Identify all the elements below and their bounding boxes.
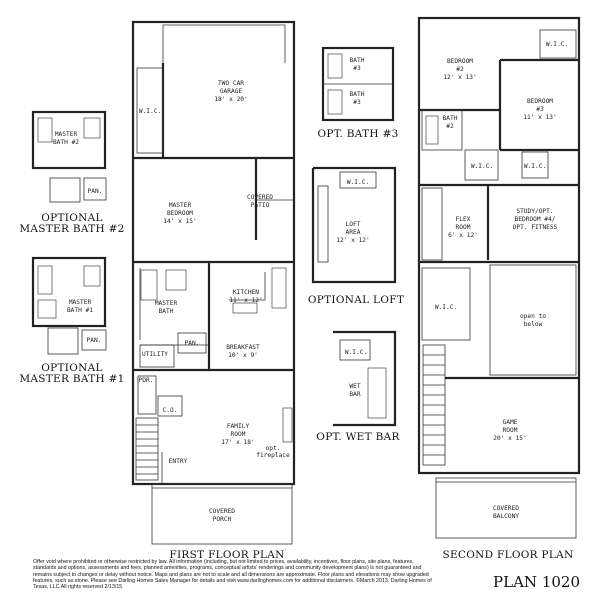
label-bedroom2: BEDROOM [447, 58, 473, 65]
label-loft-area-2: AREA [346, 229, 361, 236]
label-breakfast-dim: 10' x 9' [228, 352, 258, 359]
label-bedroom2-dim: 12' x 13' [443, 74, 477, 81]
label-flex-room-2: ROOM [456, 224, 471, 231]
label-kitchen-dim: 11' x 12' [229, 297, 263, 304]
label-opt-fireplace-2: fireplace [256, 452, 290, 459]
label-family-room-2: ROOM [231, 431, 246, 438]
second-floor-stairs [422, 344, 446, 466]
label-study: STUDY/OPT. [516, 208, 553, 215]
label-study-3: OPT. FITNESS [513, 224, 558, 231]
first-floor-plan: TWO CAR GARAGE 18' x 20' W.I.C. MASTER B… [131, 20, 296, 561]
label-master-bath-2: BATH [159, 308, 174, 315]
label-bedroom3-num: #3 [536, 106, 544, 113]
label-covered-balcony: COVERED [493, 505, 519, 512]
label-garage-dim: 18' x 20' [214, 96, 248, 103]
label-breakfast: BREAKFAST [226, 344, 260, 351]
label-family-room: FAMILY [227, 423, 250, 430]
label-bedroom3: BEDROOM [527, 98, 553, 105]
caption-opt-bath-3: OPT. BATH #3 [317, 128, 398, 140]
label-garage-2: GARAGE [220, 88, 243, 95]
caption-opt-loft: OPTIONAL LOFT [308, 294, 404, 306]
label-pan: PAN. [185, 340, 200, 347]
label-study-2: BEDROOM #4/ [515, 216, 556, 223]
plan-number: PLAN 1020 [493, 573, 580, 591]
label-wetbar-wic: W.I.C. [345, 349, 367, 356]
label-pan-opt2: PAN. [88, 188, 103, 195]
label-master-bath-opt2-2: BATH #2 [53, 139, 79, 146]
label-game-room-2: ROOM [503, 427, 518, 434]
label-utility: UTILITY [142, 351, 168, 358]
label-bath2-num: #2 [446, 123, 454, 130]
caption-opt-master-bath-2-line1: OPTIONAL [41, 212, 103, 224]
label-covered-patio: COVERED [247, 194, 273, 201]
label-master-bath-opt1: MASTER [69, 299, 92, 306]
label-kitchen: KITCHEN [233, 289, 259, 296]
label-loft-area: LOFT [346, 221, 361, 228]
label-covered-porch-2: PORCH [213, 516, 232, 523]
label-game-room-dim: 20' x 15' [493, 435, 527, 442]
caption-first-floor: FIRST FLOOR PLAN [169, 549, 284, 561]
label-master-bath-opt2: MASTER [55, 131, 78, 138]
label-opt-bath3-lower-num: #3 [353, 99, 361, 106]
label-wet-bar-2: BAR [349, 391, 360, 398]
label-open-to-below-2: below [524, 321, 543, 328]
label-pdr: PDR. [139, 377, 154, 384]
label-bedroom3-dim: 11' x 13' [523, 114, 557, 121]
label-wic-lower: W.I.C. [435, 304, 457, 311]
label-wet-bar: WET [349, 383, 360, 390]
label-flex-room-dim: 6' x 12' [448, 232, 478, 239]
label-family-room-dim: 17' x 18' [221, 439, 255, 446]
label-clo: C.O. [163, 407, 178, 414]
label-flex-room: FLEX [456, 216, 471, 223]
label-opt-fireplace: opt. [266, 445, 281, 452]
caption-second-floor: SECOND FLOOR PLAN [442, 549, 573, 561]
label-wic-garage: W.I.C. [139, 108, 161, 115]
label-loft-wic: W.I.C. [347, 179, 369, 186]
label-master-bath: MASTER [155, 300, 178, 307]
label-master-bath-opt1-2: BATH #1 [67, 307, 93, 314]
label-garage: TWO CAR [218, 80, 244, 87]
label-master-bedroom-2: BEDROOM [167, 210, 193, 217]
first-floor-stairs [135, 417, 159, 481]
disclaimer-text: Offer void where prohibited or otherwise… [33, 559, 432, 591]
label-wic-upper-left: W.I.C. [471, 163, 493, 170]
optional-master-bath-2: MASTER BATH #2 PAN. OPTIONAL MASTER BATH… [19, 110, 124, 235]
caption-opt-wet-bar: OPT. WET BAR [316, 431, 400, 443]
label-master-bedroom: MASTER [169, 202, 192, 209]
second-floor-plan: BEDROOM #2 12' x 13' W.I.C. BEDROOM #3 1… [417, 16, 581, 561]
label-covered-balcony-2: BALCONY [493, 513, 519, 520]
label-master-bedroom-dim: 14' x 15' [163, 218, 197, 225]
label-covered-patio-2: PATIO [251, 202, 270, 209]
optional-loft: W.I.C. LOFT AREA 12' x 12' OPTIONAL LOFT [308, 166, 404, 306]
label-loft-dim: 12' x 12' [336, 237, 370, 244]
caption-opt-master-bath-2-line2: MASTER BATH #2 [19, 223, 124, 235]
label-covered-porch: COVERED [209, 508, 235, 515]
label-wic-upper-right: W.I.C. [524, 163, 546, 170]
label-bath2: BATH [443, 115, 458, 122]
label-opt-bath3-lower: BATH [350, 91, 365, 98]
optional-wet-bar: W.I.C. WET BAR OPT. WET BAR [316, 330, 400, 443]
label-pan-opt1: PAN. [87, 337, 102, 344]
label-open-to-below: open to [520, 313, 546, 320]
caption-opt-master-bath-1-line1: OPTIONAL [41, 362, 103, 374]
label-opt-bath3-upper: BATH [350, 57, 365, 64]
caption-opt-master-bath-1-line2: MASTER BATH #1 [19, 373, 124, 385]
optional-bath-3: BATH #3 BATH #3 OPT. BATH #3 [317, 46, 398, 140]
label-opt-bath3-upper-num: #3 [353, 65, 361, 72]
label-bedroom2-num: #2 [456, 66, 464, 73]
label-game-room: GAME [503, 419, 518, 426]
optional-master-bath-1: MASTER BATH #1 PAN. OPTIONAL MASTER BATH… [19, 256, 124, 385]
label-entry: ENTRY [169, 458, 188, 465]
label-wic-bedroom2: W.I.C. [546, 41, 568, 48]
